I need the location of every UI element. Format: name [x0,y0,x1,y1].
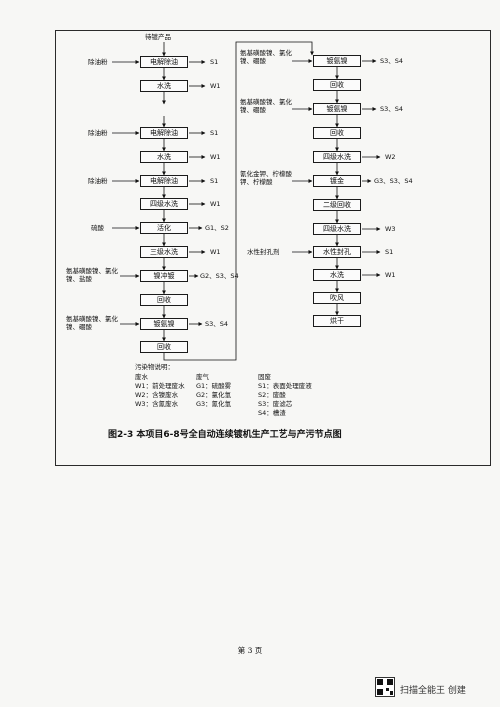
step-box: 电解除油 [140,56,188,68]
input-label: 氨基磺酸镍、氯化镍、硼酸 [66,315,118,331]
legend-item: S3：废滤芯 [258,400,293,408]
step-box: 回收 [313,127,361,139]
step-box: 二级回收 [313,199,361,211]
legend-head-water: 废水 [135,373,148,381]
step-box: 镀氨镍 [313,103,361,115]
output-label: S1 [210,58,219,66]
input-label: 除油粉 [88,58,108,66]
step-box: 水性封孔 [313,246,361,258]
step-box: 吹风 [313,292,361,304]
step-box: 镀氨镍 [140,318,188,330]
step-box: 水洗 [140,80,188,92]
legend-head-gas: 废气 [196,373,209,381]
legend-item: W2：含镍废水 [135,391,179,399]
input-label: 氨基磺酸镍、氯化镍、硼酸 [240,98,292,114]
page-number: 第 3 页 [237,646,263,655]
step-box: 三级水洗 [140,246,188,258]
step-box: 电解除油 [140,127,188,139]
legend-item: G3：氰化氢 [196,400,232,408]
input-label: 硫酸 [91,224,104,232]
output-label: W1 [210,248,221,256]
step-box: 四级水洗 [313,151,361,163]
output-label: S3、S4 [205,320,229,328]
output-label: S1 [210,177,219,185]
input-label: 氨基磺酸镍、氯化镍、硼酸 [240,49,292,65]
output-label: W2 [385,153,396,161]
output-label: S1 [210,129,219,137]
output-label: W1 [385,271,396,279]
output-label: W1 [210,153,221,161]
step-box: 四级水洗 [313,223,361,235]
output-label: G1、S2 [205,224,229,232]
input-label: 氰化金钾、柠檬酸钾、柠檬酸 [240,170,292,186]
step-box: 水洗 [140,151,188,163]
qr-code-icon [375,677,395,697]
output-label: G2、S3、S4 [200,272,239,280]
legend-item: W1：前处理废水 [135,382,185,390]
input-label: 除油粉 [88,129,108,137]
output-label: S3、S4 [380,57,404,65]
start-label: 待镀产品 [145,33,171,41]
output-label: G3、S3、S4 [374,177,413,185]
legend-item: G1：硫酸雾 [196,382,232,390]
output-label: W1 [210,200,221,208]
legend-item: S2：废酸 [258,391,286,399]
figure-caption: 图2-3 本项目6-8号全自动连续镀机生产工艺与产污节点图 [108,430,342,440]
step-box: 回收 [140,341,188,353]
output-label: W3 [385,225,396,233]
legend-title: 污染物说明： [135,363,174,371]
step-box: 回收 [140,294,188,306]
input-label: 除油粉 [88,177,108,185]
legend-item: S4：槽渣 [258,409,286,417]
step-box: 四级水洗 [140,198,188,210]
legend-item: G2：氯化氢 [196,391,232,399]
step-box: 水洗 [313,269,361,281]
step-box: 镀氨镍 [313,55,361,67]
legend-head-solid: 固废 [258,373,271,381]
step-box: 回收 [313,79,361,91]
step-box: 烘干 [313,315,361,327]
legend-item: S1：表面处理废液 [258,382,312,390]
input-label: 水性封孔剂 [247,248,280,256]
output-label: W1 [210,82,221,90]
legend-item: W3：含氰废水 [135,400,179,408]
output-label: S1 [385,248,394,256]
scanner-watermark: 扫描全能王 创建 [400,686,466,696]
step-box: 电解除油 [140,175,188,187]
step-box: 镍冲镀 [140,270,188,282]
figure-frame [55,30,491,466]
output-label: S3、S4 [380,105,404,113]
step-box: 活化 [140,222,188,234]
input-label: 氨基磺酸镍、氯化镍、盐酸 [66,267,118,283]
step-box: 镀金 [313,175,361,187]
